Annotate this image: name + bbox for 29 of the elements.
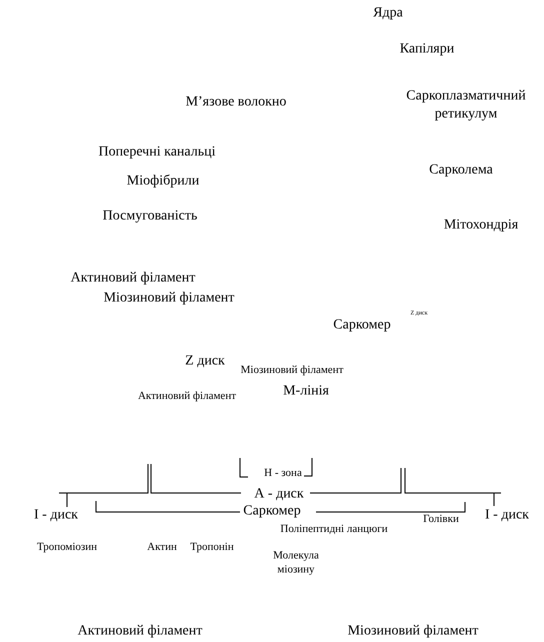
label: Міофібрили bbox=[126, 172, 200, 190]
label: І - диск bbox=[485, 506, 529, 524]
label: Тропонін bbox=[190, 541, 234, 555]
label: Тропоміозин bbox=[36, 541, 98, 555]
label: Поліпептидні ланцюги bbox=[280, 523, 388, 537]
label: І - диск bbox=[34, 506, 78, 524]
label: А - диск bbox=[254, 485, 304, 503]
label: Н - зона bbox=[264, 467, 302, 481]
label: Z диск bbox=[185, 352, 225, 370]
label: Капіляри bbox=[400, 40, 454, 58]
label: М-лінія bbox=[283, 382, 329, 400]
label: М’язове волокно bbox=[186, 93, 286, 111]
label: Саркоплазматичний ретикулум bbox=[405, 88, 527, 122]
label: Актиновий філамент bbox=[70, 269, 196, 287]
label: Актиновий філамент bbox=[138, 390, 236, 404]
label: Міозиновий філамент bbox=[348, 622, 478, 640]
label: Саркомер bbox=[333, 316, 391, 334]
label: Голівки bbox=[423, 513, 459, 527]
label: Молекула міозину bbox=[272, 549, 320, 577]
label: Міозиновий філамент bbox=[240, 364, 344, 378]
label: Актин bbox=[147, 541, 177, 555]
label: Мітохондрія bbox=[444, 216, 518, 234]
label: Сарколема bbox=[429, 161, 493, 179]
label: Міозиновий філамент bbox=[104, 289, 234, 307]
label: Поперечні канальці bbox=[98, 143, 216, 161]
label: Саркомер bbox=[243, 502, 301, 520]
label: Актиновий філамент bbox=[78, 622, 202, 640]
label: Посмугованість bbox=[102, 207, 198, 225]
label: Ядра bbox=[373, 4, 403, 22]
